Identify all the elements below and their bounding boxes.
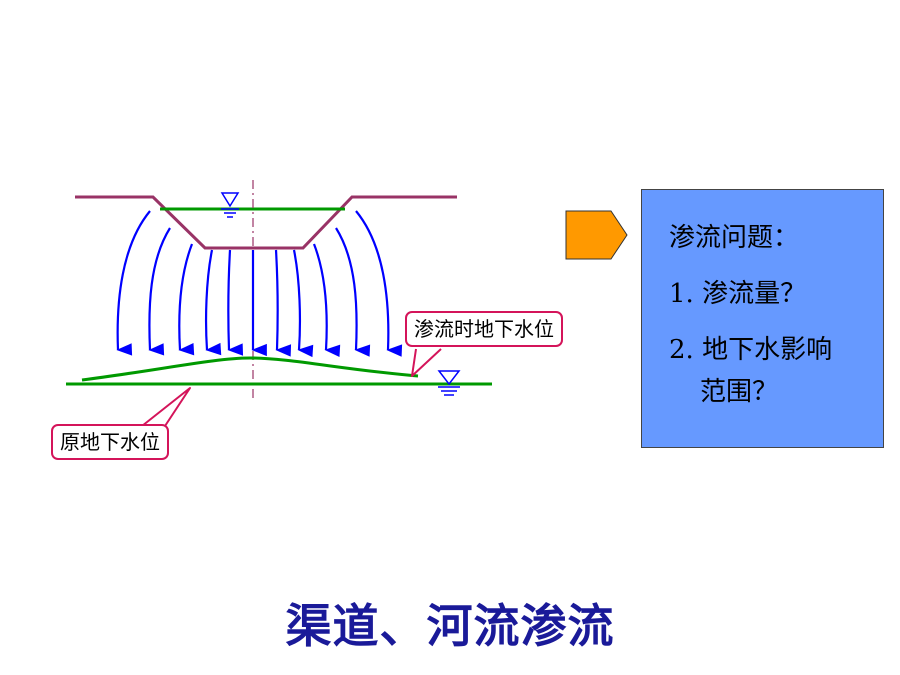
question-item: 1. 渗流量？ — [669, 272, 883, 316]
seepage-water-table-callout: 渗流时地下水位 — [405, 311, 563, 347]
question-item: 2. 地下水影响 — [669, 328, 883, 372]
original-water-table-label: 原地下水位 — [60, 430, 160, 454]
canal-water-level-icon — [220, 192, 240, 218]
questions-heading: 渗流问题： — [669, 223, 800, 253]
original-water-table-callout: 原地下水位 — [51, 424, 169, 460]
seepage-water-table-line — [81, 356, 419, 382]
groundwater-level-icon — [437, 370, 461, 396]
question-text: 地下水影响 — [702, 335, 833, 365]
flow-arrow — [116, 210, 151, 356]
orange-arrow-shape — [565, 210, 628, 260]
flow-arrow — [178, 243, 195, 356]
callout-tail-seepage — [411, 348, 442, 377]
ground-surface-and-channel — [75, 195, 457, 250]
flow-arrow — [335, 227, 371, 357]
flow-arrow — [227, 249, 244, 356]
seepage-water-table-label: 渗流时地下水位 — [414, 317, 554, 341]
flow-arrow — [312, 243, 341, 357]
flow-arrow — [274, 249, 292, 357]
flow-arrow — [148, 227, 171, 356]
flow-arrow — [355, 210, 403, 357]
callout-tail-original — [141, 387, 191, 427]
flow-arrow — [292, 249, 314, 358]
page-title: 渠道、河流渗流 — [285, 599, 615, 653]
flow-arrow — [204, 249, 222, 356]
seepage-questions-box: 渗流问题： 1. 渗流量？ 2. 地下水影响 范围？ — [641, 189, 884, 448]
question-number: 2. — [669, 335, 694, 365]
question-continuation: 范围？ — [700, 377, 779, 407]
question-text: 渗流量？ — [702, 279, 807, 309]
question-number: 1. — [669, 279, 694, 309]
seepage-flow-lines — [116, 210, 403, 358]
